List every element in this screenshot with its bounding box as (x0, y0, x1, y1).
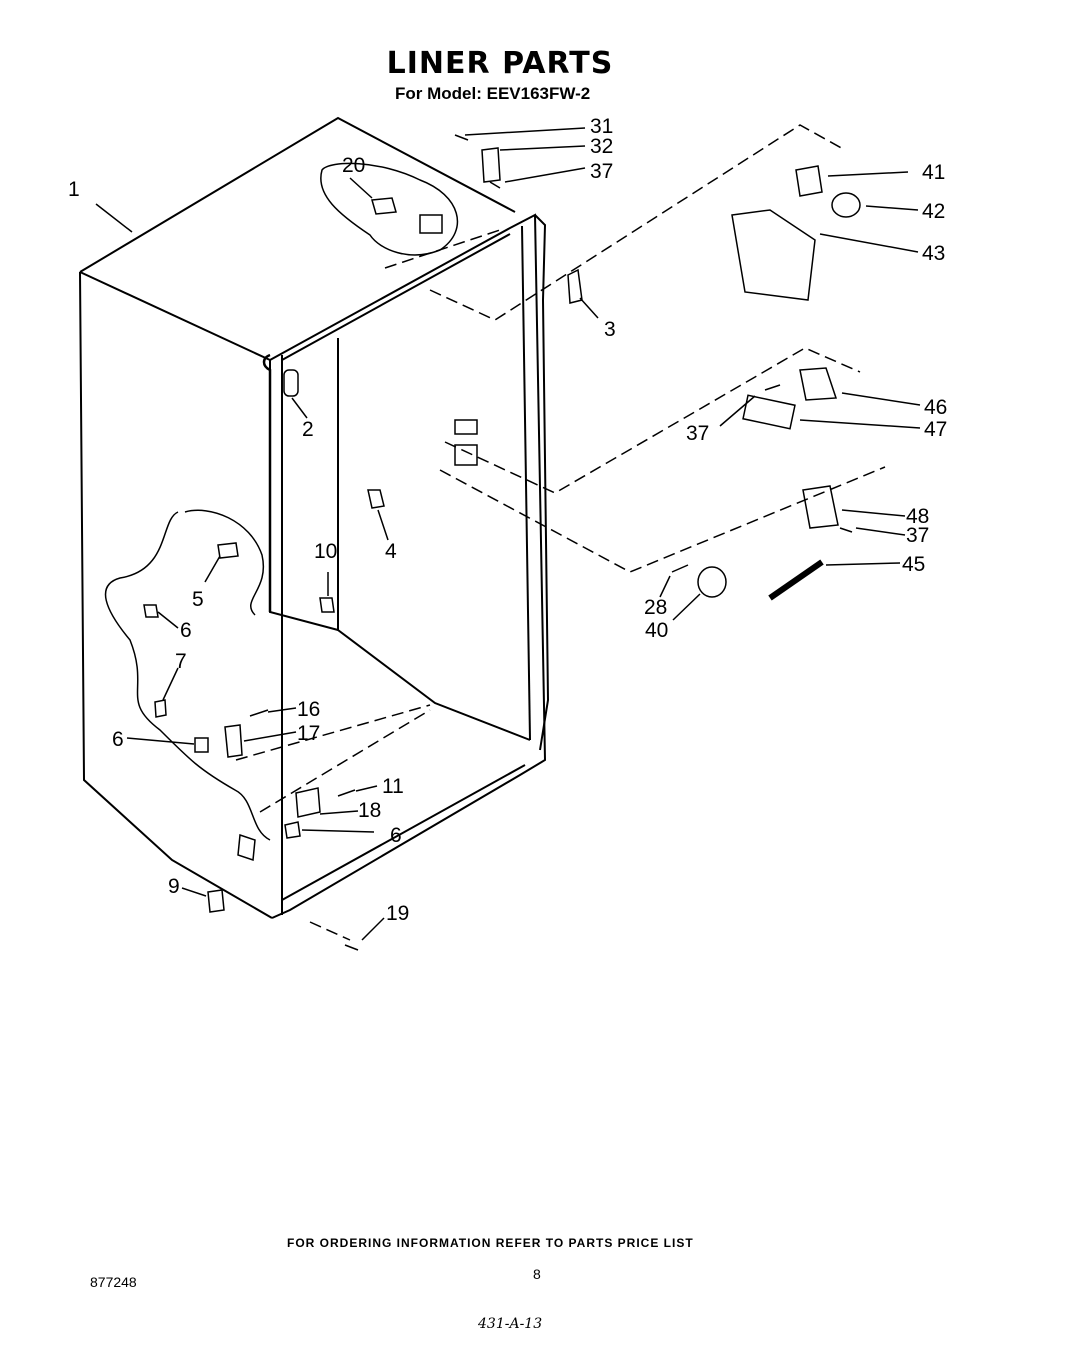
liner-cabinet (79, 116, 550, 919)
dashed-leaders (235, 124, 886, 941)
part-45-rod (768, 559, 824, 601)
callout-2: 2 (302, 418, 314, 441)
model-subtitle: For Model: EEV163FW-2 (395, 84, 591, 103)
callout-42: 42 (922, 200, 945, 223)
liner-opening-lower (454, 444, 478, 466)
part-4-clip (367, 489, 385, 509)
callout-6-mid: 6 (112, 728, 124, 751)
callout-37-right: 37 (906, 524, 929, 547)
callout-1: 1 (68, 178, 80, 201)
callout-4: 4 (385, 540, 397, 563)
page-title: LINER PARTS (386, 46, 614, 81)
part-46-bracket (799, 367, 838, 401)
part-47-block (742, 394, 796, 430)
part-48-bracket (802, 485, 839, 529)
callout-47: 47 (924, 418, 947, 441)
wire-harness (104, 162, 459, 841)
handwritten-note: 431-A-13 (478, 1316, 543, 1332)
part-42-bulb (831, 192, 861, 218)
leader-arrows (95, 127, 921, 941)
callout-40: 40 (645, 619, 668, 642)
callout-41: 41 (922, 161, 945, 184)
callout-45: 45 (902, 553, 925, 576)
part-41-socket (795, 165, 823, 197)
part-17-bracket (224, 724, 243, 758)
part-37-screw-mid (764, 384, 781, 391)
part-11-screw (337, 789, 356, 797)
callout-5: 5 (192, 588, 204, 611)
callout-46: 46 (924, 396, 947, 419)
part-32-bracket (481, 147, 501, 183)
callout-6-upper: 6 (180, 619, 192, 642)
part-6-lower (284, 821, 301, 839)
part-40-knob (697, 566, 727, 598)
ordering-note: FOR ORDERING INFORMATION REFER TO PARTS … (287, 1236, 694, 1250)
part-2-cylinder (283, 369, 299, 397)
callout-43: 43 (922, 242, 945, 265)
callout-18: 18 (358, 799, 381, 822)
document-code: 877248 (90, 1274, 137, 1290)
part-37-screw-right (839, 527, 853, 533)
callout-3: 3 (604, 318, 616, 341)
liner-opening-upper (454, 419, 478, 435)
callout-9: 9 (168, 875, 180, 898)
callout-32: 32 (590, 135, 613, 158)
callout-17: 17 (297, 722, 320, 745)
callout-31: 31 (590, 115, 613, 138)
part-7 (154, 699, 167, 718)
part-6-upper (143, 604, 159, 618)
callout-20: 20 (342, 154, 365, 177)
part-37-screw-top (489, 181, 501, 189)
callout-28: 28 (644, 596, 667, 619)
part-10-clip (319, 597, 335, 613)
callout-7: 7 (175, 650, 187, 673)
part-19-screw (344, 944, 359, 951)
part-bracket-lower (237, 833, 256, 862)
callout-6-lower: 6 (390, 824, 402, 847)
part-6-mid (194, 737, 209, 753)
part-18-plate (295, 787, 321, 818)
callout-19: 19 (386, 902, 409, 925)
part-16-screw (249, 709, 269, 717)
callout-48: 48 (906, 505, 929, 528)
callout-37-top: 37 (590, 160, 613, 183)
callout-16: 16 (297, 698, 320, 721)
part-5-clip (217, 542, 239, 559)
callout-37-mid: 37 (686, 422, 709, 445)
liner-parts (143, 197, 478, 951)
part-9-block (207, 889, 225, 913)
callout-labels: 1 2 3 4 5 6 6 6 7 9 10 11 16 17 18 19 20… (68, 115, 947, 925)
liner-opening-top (419, 214, 443, 234)
part-20-clip (371, 197, 397, 215)
part-31-screw (454, 134, 469, 141)
callout-11: 11 (382, 775, 404, 798)
page-number: 8 (533, 1266, 541, 1282)
part-43-shield (731, 209, 816, 301)
part-3-hinge (567, 268, 583, 304)
part-28-screw (671, 564, 689, 573)
callout-10: 10 (314, 540, 337, 563)
parts-hardware (454, 134, 861, 601)
